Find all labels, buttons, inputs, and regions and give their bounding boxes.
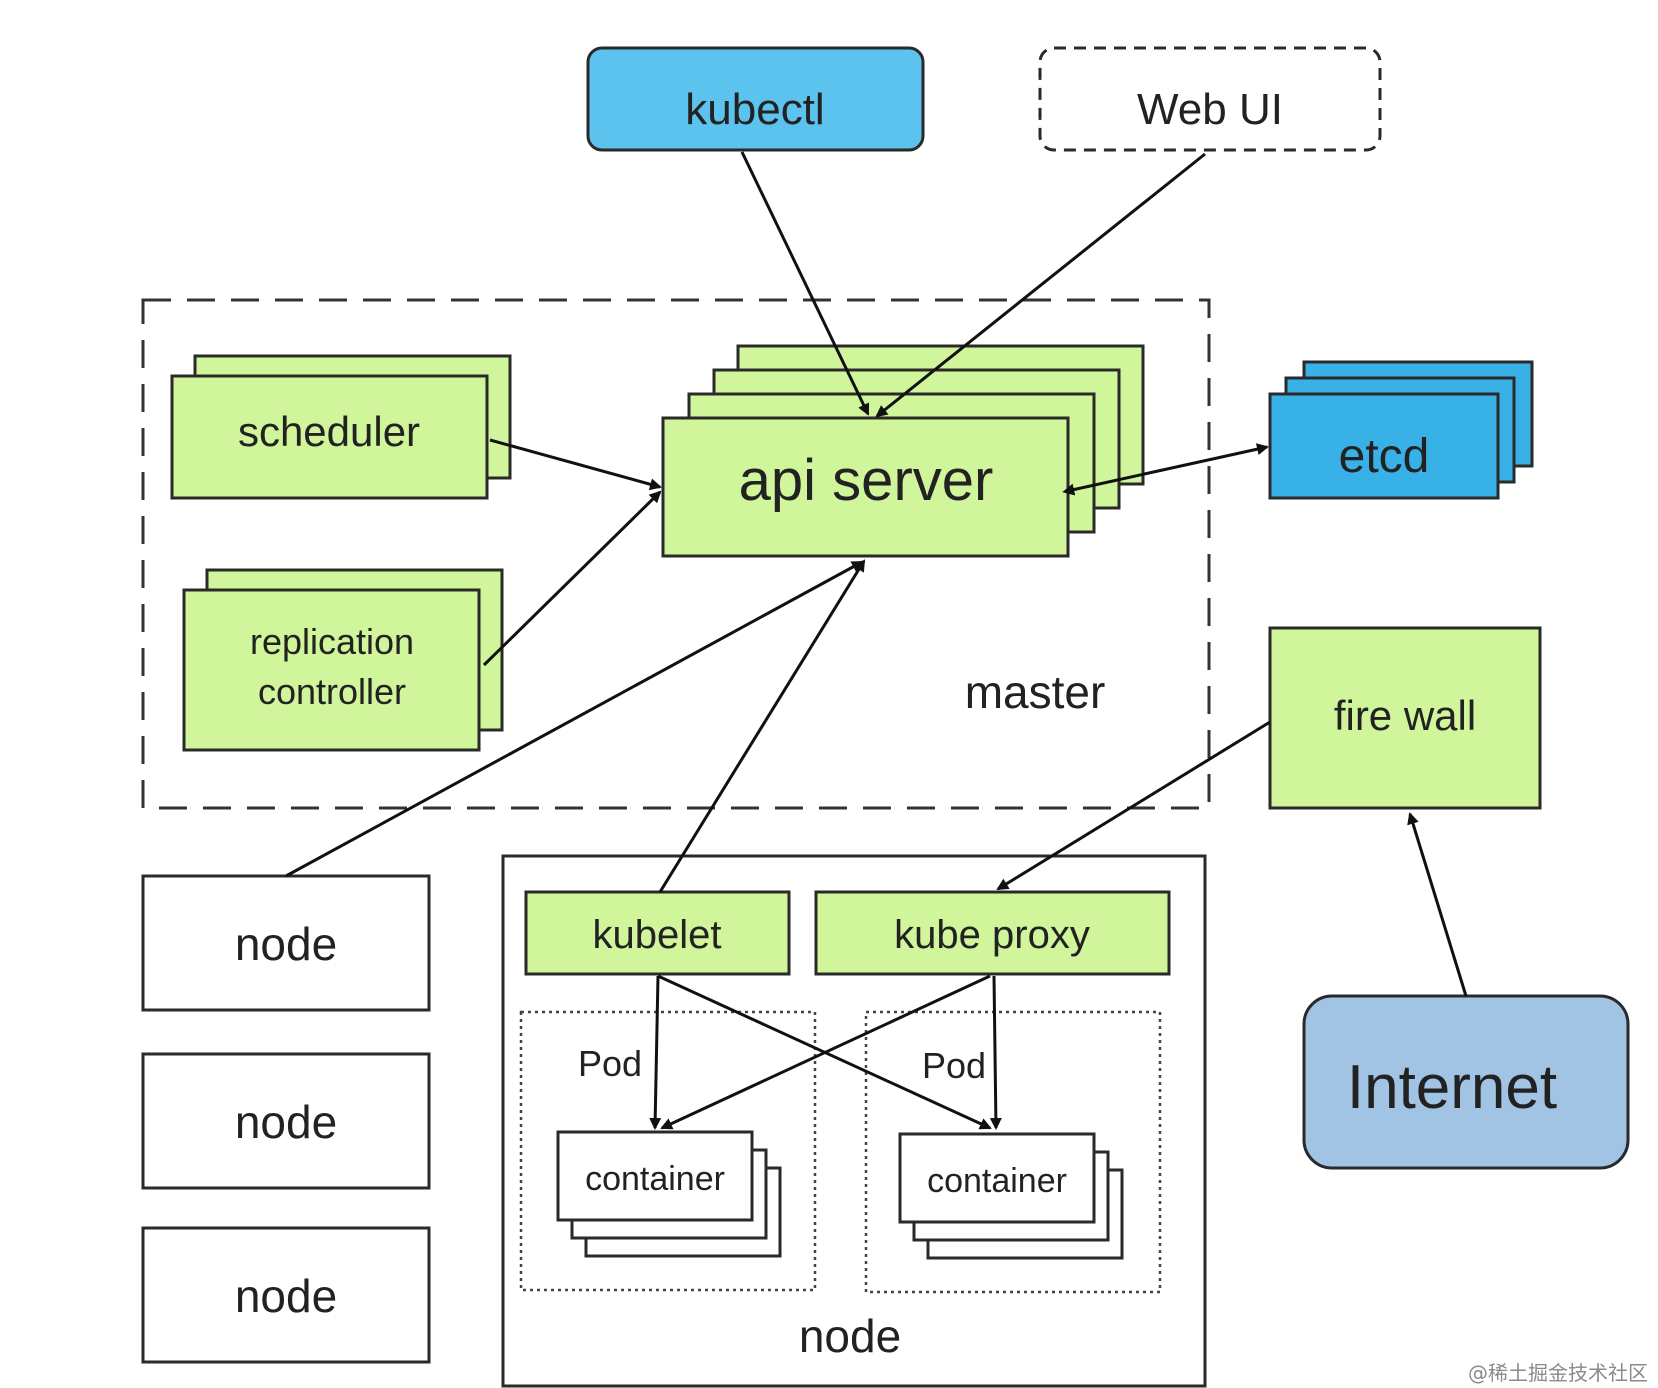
kubelet-label: kubelet <box>593 913 722 957</box>
pod-label: Pod <box>922 1045 986 1086</box>
arrow-internet-to-firewall <box>1407 812 1468 997</box>
arrow-proxy-to-container-1 <box>660 974 991 1130</box>
node-label: node <box>235 1096 337 1148</box>
api-server-box: api server <box>661 344 1145 558</box>
node-label: node <box>235 918 337 970</box>
controller-label: controller <box>258 671 406 712</box>
web-ui-box: Web UI <box>1038 46 1382 152</box>
arrow-api-etcd <box>1062 443 1269 496</box>
container-box: container <box>556 1130 782 1258</box>
fire-wall-box: fire wall <box>1268 626 1542 810</box>
web-ui-label: Web UI <box>1137 85 1283 134</box>
etcd-label: etcd <box>1339 430 1430 483</box>
master-label: master <box>965 666 1106 718</box>
api-server-label: api server <box>739 448 994 513</box>
detail-node-label: node <box>799 1310 901 1362</box>
container-box: container <box>898 1132 1124 1260</box>
kubectl-label: kubectl <box>685 85 824 134</box>
node-label: node <box>235 1270 337 1322</box>
arrow-firewall-to-proxy <box>996 720 1271 891</box>
internet-label: Internet <box>1347 1053 1557 1122</box>
arrow-scheduler-to-api <box>489 438 662 491</box>
kubectl-box: kubectl <box>586 46 925 152</box>
scheduler-box: scheduler <box>170 354 512 500</box>
pod-1: Pod container <box>519 1010 817 1292</box>
arrow-kubectl-to-api <box>740 151 870 416</box>
node-box-1: node <box>141 874 431 1012</box>
replication-controller-box: replication controller <box>182 568 504 752</box>
watermark: @稀土掘金技术社区 <box>1468 1361 1648 1385</box>
kube-proxy-label: kube proxy <box>894 913 1090 957</box>
etcd-box: etcd <box>1268 360 1534 500</box>
master-boundary <box>141 298 1211 810</box>
pod-label: Pod <box>578 1043 642 1084</box>
arrow-webui-to-api <box>875 152 1206 418</box>
node-box-2: node <box>141 1052 431 1190</box>
arrow-proxy-to-container-2 <box>989 975 1002 1130</box>
fire-wall-label: fire wall <box>1334 692 1476 739</box>
arrow-kubelet-to-container-1 <box>649 975 662 1130</box>
kubelet-box: kubelet <box>524 890 791 976</box>
arrow-replication-to-api <box>482 490 662 667</box>
pod-2: Pod container <box>864 1010 1162 1294</box>
container-label: container <box>927 1162 1067 1200</box>
replication-label: replication <box>250 621 414 662</box>
node-box-3: node <box>141 1226 431 1364</box>
arrow-kubelet-to-api <box>658 559 866 893</box>
scheduler-label: scheduler <box>238 408 420 455</box>
arrow-node-to-api <box>285 560 864 878</box>
kube-proxy-box: kube proxy <box>814 890 1171 976</box>
internet-box: Internet <box>1302 994 1630 1170</box>
container-label: container <box>585 1160 725 1198</box>
